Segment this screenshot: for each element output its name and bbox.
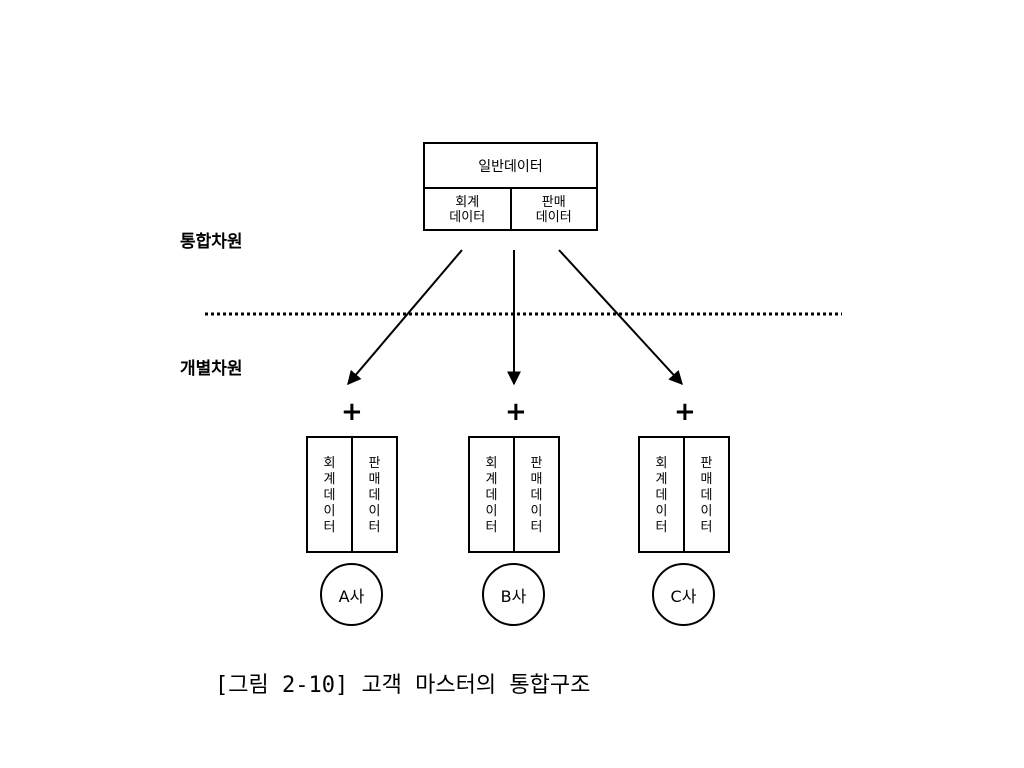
- company-b-sales-cell: 판 매 데 이 터: [530, 456, 543, 535]
- company-b-circle: B사: [482, 563, 545, 626]
- general-data-title: 일반데이터: [425, 144, 596, 189]
- company-c-sales-cell: 판 매 데 이 터: [700, 456, 713, 535]
- plus-sign-a: +: [341, 397, 363, 427]
- company-b-accounting-cell: 회 계 데 이 터: [470, 438, 515, 551]
- plus-sign-b: +: [505, 397, 527, 427]
- individual-dimension-label: 개별차원: [180, 359, 243, 379]
- company-b-data-box: 회 계 데 이 터 판 매 데 이 터: [468, 436, 560, 553]
- arrow-to-company-c: [558, 249, 683, 386]
- integrated-data-box: 일반데이터 회계 데이터 판매 데이터: [423, 142, 598, 231]
- company-c-circle: C사: [652, 563, 715, 626]
- figure-caption: [그림 2-10] 고객 마스터의 통합구조: [215, 673, 591, 698]
- integrated-dimension-label: 통합차원: [180, 232, 243, 252]
- company-c-data-box: 회 계 데 이 터 판 매 데 이 터: [638, 436, 730, 553]
- company-c-accounting-cell: 회 계 데 이 터: [640, 438, 685, 551]
- integrated-sales-cell: 판매 데이터: [535, 195, 572, 225]
- company-a-sales-cell: 판 매 데 이 터: [368, 456, 381, 535]
- company-a-data-box: 회 계 데 이 터 판 매 데 이 터: [306, 436, 398, 553]
- company-a-circle: A사: [320, 563, 383, 626]
- plus-sign-c: +: [674, 397, 696, 427]
- arrow-to-company-a: [347, 249, 463, 386]
- company-a-accounting-cell: 회 계 데 이 터: [308, 438, 353, 551]
- integrated-accounting-cell: 회계 데이터: [425, 189, 512, 231]
